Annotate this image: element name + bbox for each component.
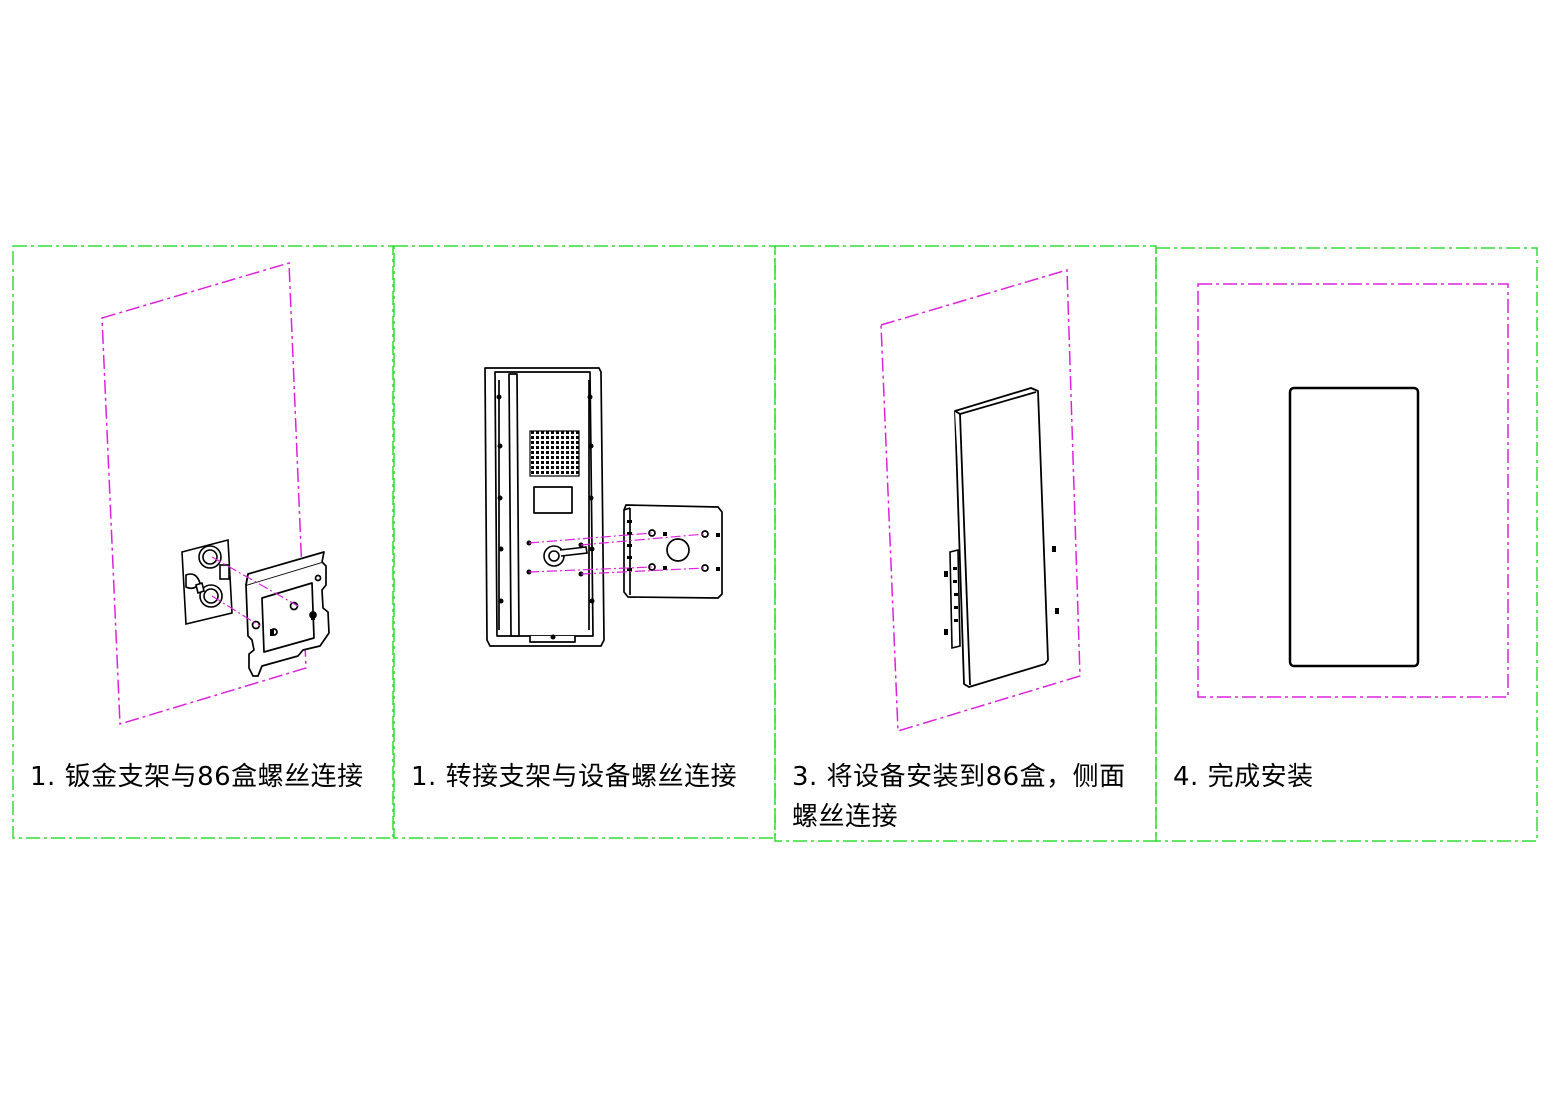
screws <box>270 613 315 636</box>
wall-plane <box>1197 283 1509 698</box>
device-back-panel <box>484 367 605 647</box>
installed-device <box>1288 386 1420 668</box>
installed-device-illustration <box>1197 283 1509 698</box>
step-1-frame <box>12 245 394 839</box>
step-4-frame <box>1155 247 1538 842</box>
wall-plane <box>101 262 307 725</box>
alignment-lines <box>528 532 706 575</box>
step-2-caption: 1. 转接支架与设备螺丝连接 <box>411 762 738 792</box>
86-box-plate <box>181 538 233 626</box>
device-body <box>954 387 1049 688</box>
adapter-to-device-illustration <box>484 367 723 647</box>
side-bracket <box>949 548 961 650</box>
step-frames <box>12 245 1538 842</box>
side-bracket-slots <box>953 567 958 622</box>
cable-inlet <box>543 545 588 567</box>
bracket-to-86box-illustration <box>101 262 330 725</box>
alignment-lines <box>211 556 299 627</box>
speaker-grille <box>529 430 580 477</box>
wall-plane <box>880 269 1081 732</box>
step-4-caption: 4. 完成安装 <box>1173 762 1314 792</box>
screws <box>944 546 1059 635</box>
step-3-caption: 3. 将设备安装到86盒，侧面螺丝连接 <box>792 762 1126 832</box>
step-1-caption: 1. 钣金支架与86盒螺丝连接 <box>30 762 364 792</box>
sheet-metal-bracket <box>245 551 330 677</box>
adapter-bracket <box>623 504 723 599</box>
bracket-slots <box>627 520 720 571</box>
device-on-wall-illustration <box>880 269 1081 732</box>
